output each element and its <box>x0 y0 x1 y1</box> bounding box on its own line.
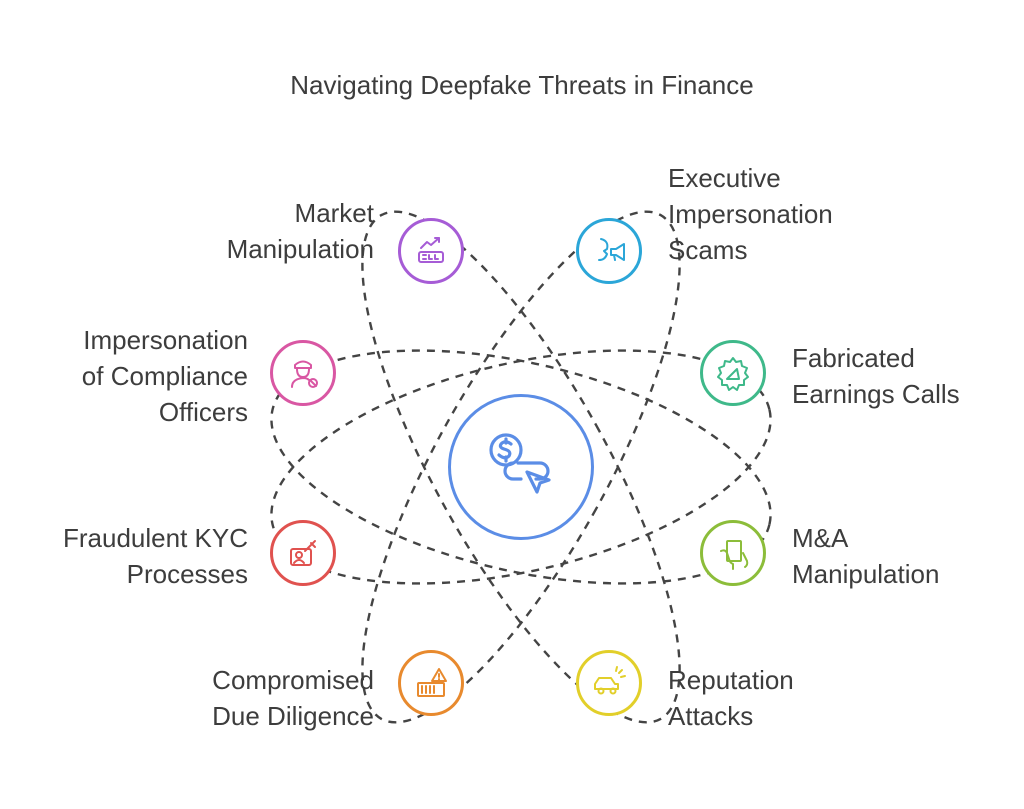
dollar-click-icon <box>489 433 551 494</box>
node-due-diligence[interactable] <box>398 650 464 716</box>
node-executive-impersonation[interactable] <box>576 218 642 284</box>
id-card-icon <box>290 540 316 566</box>
label-fabricated-earnings: Fabricated Earnings Calls <box>792 343 960 409</box>
diagram-title: Navigating Deepfake Threats in Finance <box>290 70 754 100</box>
label-ma-manipulation: M&A Manipulation <box>792 523 940 589</box>
orbit-ellipse-1 <box>361 210 681 724</box>
central-hub <box>448 394 594 540</box>
sell-chart-icon <box>418 237 444 263</box>
node-fraudulent-kyc[interactable] <box>270 520 336 586</box>
node-compliance-officers[interactable] <box>270 340 336 406</box>
label-due-diligence: Compromised Due Diligence <box>212 665 374 731</box>
node-reputation-attacks[interactable] <box>576 650 642 716</box>
node-market-manipulation[interactable] <box>398 218 464 284</box>
orbit-ellipse-3 <box>270 349 772 585</box>
megaphone-face-icon <box>598 238 625 261</box>
car-alert-icon <box>594 666 626 695</box>
label-compliance-officers: Impersonation of Compliance Officers <box>81 325 248 427</box>
document-hand-icon <box>720 540 749 570</box>
badge-megaphone-icon <box>717 357 749 391</box>
label-market-manipulation: Market Manipulation <box>226 198 374 264</box>
label-executive-impersonation: Executive Impersonation Scams <box>668 163 833 265</box>
node-ma-manipulation[interactable] <box>700 520 766 586</box>
officer-icon <box>291 360 318 388</box>
warning-container-icon <box>417 668 447 697</box>
label-reputation-attacks: Reputation Attacks <box>668 665 794 731</box>
orbit-ellipse-2 <box>361 210 681 724</box>
orbit-ellipse-4 <box>270 349 772 585</box>
node-fabricated-earnings[interactable] <box>700 340 766 406</box>
label-fraudulent-kyc: Fraudulent KYC Processes <box>63 523 248 589</box>
